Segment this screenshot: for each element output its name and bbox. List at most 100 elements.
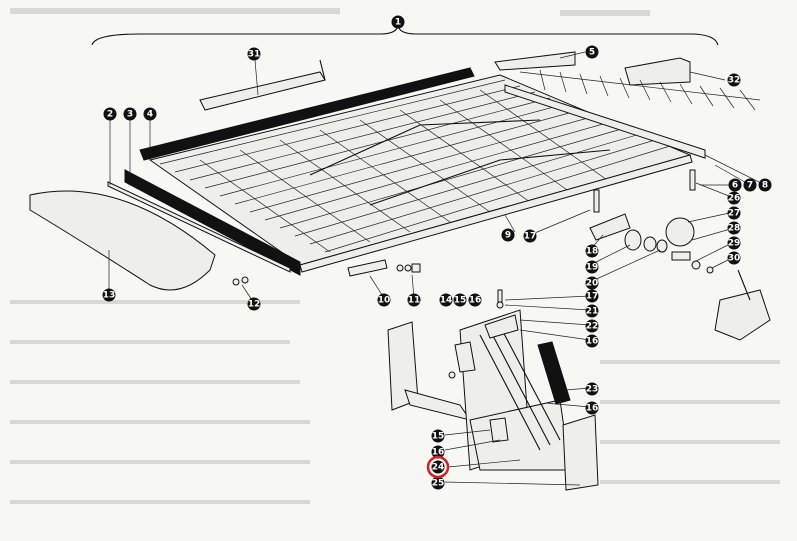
bearing-assembly xyxy=(589,189,668,253)
callout-bubble xyxy=(585,45,599,59)
callout-number: 9 xyxy=(505,231,511,241)
callout-bubble xyxy=(585,401,599,415)
callout-number: 31 xyxy=(248,50,261,60)
callout-21: 21 xyxy=(585,304,599,318)
callout-3: 3 xyxy=(123,107,137,121)
callout-bubble xyxy=(431,476,445,490)
callout-12: 12 xyxy=(247,297,261,311)
callout-number: 3 xyxy=(127,110,133,120)
callout-23: 23 xyxy=(585,382,599,396)
callout-bubble xyxy=(468,293,482,307)
callout-16: 16 xyxy=(585,401,599,415)
callout-17: 17 xyxy=(523,229,537,243)
callout-13: 13 xyxy=(102,288,116,302)
plate-5 xyxy=(494,51,576,71)
callout-bubble xyxy=(727,206,741,220)
callout-17: 17 xyxy=(585,289,599,303)
callout-number: 4 xyxy=(147,110,153,120)
callout-number: 18 xyxy=(586,247,599,257)
callout-bubble xyxy=(585,289,599,303)
callout-10: 10 xyxy=(377,293,391,307)
right-hardware xyxy=(665,169,714,274)
callout-bubble xyxy=(247,47,261,61)
deflector-13 xyxy=(29,190,216,291)
callout-bubble xyxy=(453,293,467,307)
callout-bubble xyxy=(377,293,391,307)
callout-number: 24 xyxy=(432,463,445,473)
callout-bubble xyxy=(439,293,453,307)
callout-32: 32 xyxy=(727,73,741,87)
callout-18: 18 xyxy=(585,244,599,258)
linkage-sketch xyxy=(714,269,771,341)
callout-number: 16 xyxy=(586,404,599,414)
callout-number: 29 xyxy=(728,239,741,249)
callout-25: 25 xyxy=(431,476,445,490)
callout-bubble xyxy=(391,15,405,29)
callout-bubble xyxy=(585,334,599,348)
callout-number: 17 xyxy=(586,292,599,302)
callout-number: 17 xyxy=(524,232,537,242)
small-hardware-front xyxy=(232,259,421,286)
callout-bubble xyxy=(431,429,445,443)
callout-bubble xyxy=(585,276,599,290)
callout-bubble xyxy=(102,288,116,302)
callout-number: 10 xyxy=(378,296,391,306)
callout-6: 6 xyxy=(728,178,742,192)
callout-bubble xyxy=(727,251,741,265)
callout-number: 2 xyxy=(107,110,113,120)
callout-14: 14 xyxy=(439,293,453,307)
callout-24: 24 xyxy=(431,460,445,474)
callout-20: 20 xyxy=(585,276,599,290)
callout-9: 9 xyxy=(501,228,515,242)
callout-number: 8 xyxy=(762,181,768,191)
callout-8: 8 xyxy=(758,178,772,192)
callout-number: 13 xyxy=(103,291,116,301)
assembly-bracket xyxy=(91,23,719,46)
callout-number: 32 xyxy=(728,76,741,86)
callout-bubble xyxy=(431,445,445,459)
callout-31: 31 xyxy=(247,47,261,61)
callout-30: 30 xyxy=(727,251,741,265)
callout-number: 19 xyxy=(586,263,599,273)
callout-number: 15 xyxy=(454,296,467,306)
callout-bubble xyxy=(585,319,599,333)
callout-4: 4 xyxy=(143,107,157,121)
callout-7: 7 xyxy=(743,178,757,192)
hanger-assembly xyxy=(387,289,599,491)
leader-lines xyxy=(108,51,766,486)
callout-number: 1 xyxy=(395,18,401,28)
callout-28: 28 xyxy=(727,221,741,235)
callout-1: 1 xyxy=(391,15,405,29)
callout-27: 27 xyxy=(727,206,741,220)
right-rail xyxy=(504,84,706,159)
callout-bubble xyxy=(103,107,117,121)
callout-number: 20 xyxy=(586,279,599,289)
front-strip xyxy=(107,169,301,276)
callout-bubble xyxy=(501,228,515,242)
bracket-31 xyxy=(199,59,326,111)
callout-29: 29 xyxy=(727,236,741,250)
callout-number: 14 xyxy=(440,296,453,306)
callout-bubble xyxy=(407,293,421,307)
callout-bubble xyxy=(585,260,599,274)
callout-bubble xyxy=(758,178,772,192)
callout-bubble xyxy=(431,460,445,474)
callout-number: 28 xyxy=(728,224,741,234)
callout-number: 11 xyxy=(408,296,421,306)
callout-16: 16 xyxy=(431,445,445,459)
callout-bubble xyxy=(123,107,137,121)
callout-bubble xyxy=(585,304,599,318)
callout-number: 16 xyxy=(432,448,445,458)
callout-number: 15 xyxy=(432,432,445,442)
callout-bubble xyxy=(727,236,741,250)
callout-number: 30 xyxy=(728,254,741,264)
callout-number: 23 xyxy=(586,385,599,395)
callout-number: 6 xyxy=(732,181,738,191)
callout-number: 25 xyxy=(432,479,445,489)
callout-bubble xyxy=(523,229,537,243)
callout-number: 26 xyxy=(728,194,741,204)
callout-22: 22 xyxy=(585,319,599,333)
